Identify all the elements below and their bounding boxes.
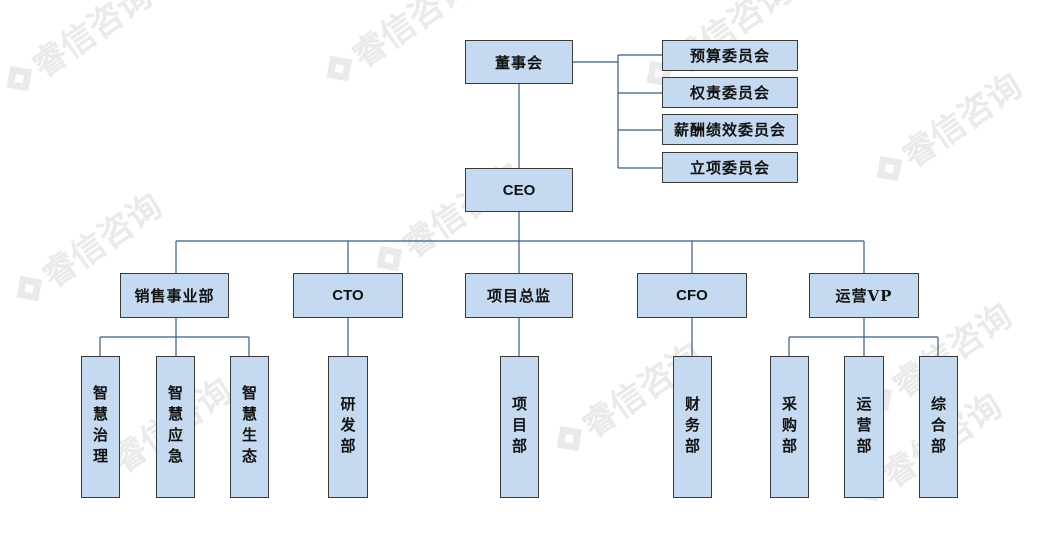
ceo-node: CEO bbox=[465, 168, 573, 212]
unit-rnd-node: 研发部 bbox=[328, 356, 368, 498]
unit-operations-node: 运营部 bbox=[844, 356, 884, 498]
unit-procurement-node: 采购部 bbox=[770, 356, 809, 498]
division-cto-node: CTO bbox=[293, 273, 403, 318]
unit-smart-governance-node: 智慧治理 bbox=[81, 356, 120, 498]
unit-finance-node: 财务部 bbox=[673, 356, 712, 498]
unit-smart-ecology-node: 智慧生态 bbox=[230, 356, 269, 498]
committee-project-approval-node: 立项委员会 bbox=[662, 152, 798, 183]
division-cfo-node: CFO bbox=[637, 273, 747, 318]
committee-budget-node: 预算委员会 bbox=[662, 40, 798, 71]
unit-project-dept-node: 项目部 bbox=[500, 356, 539, 498]
unit-general-affairs-node: 综合部 bbox=[919, 356, 958, 498]
division-operations-vp-node: 运营VP bbox=[809, 273, 919, 318]
board-node: 董事会 bbox=[465, 40, 573, 84]
unit-smart-emergency-node: 智慧应急 bbox=[156, 356, 195, 498]
division-sales-node: 销售事业部 bbox=[120, 273, 229, 318]
committee-compensation-node: 薪酬绩效委员会 bbox=[662, 114, 798, 145]
committee-authority-node: 权责委员会 bbox=[662, 77, 798, 108]
division-project-director-node: 项目总监 bbox=[465, 273, 573, 318]
